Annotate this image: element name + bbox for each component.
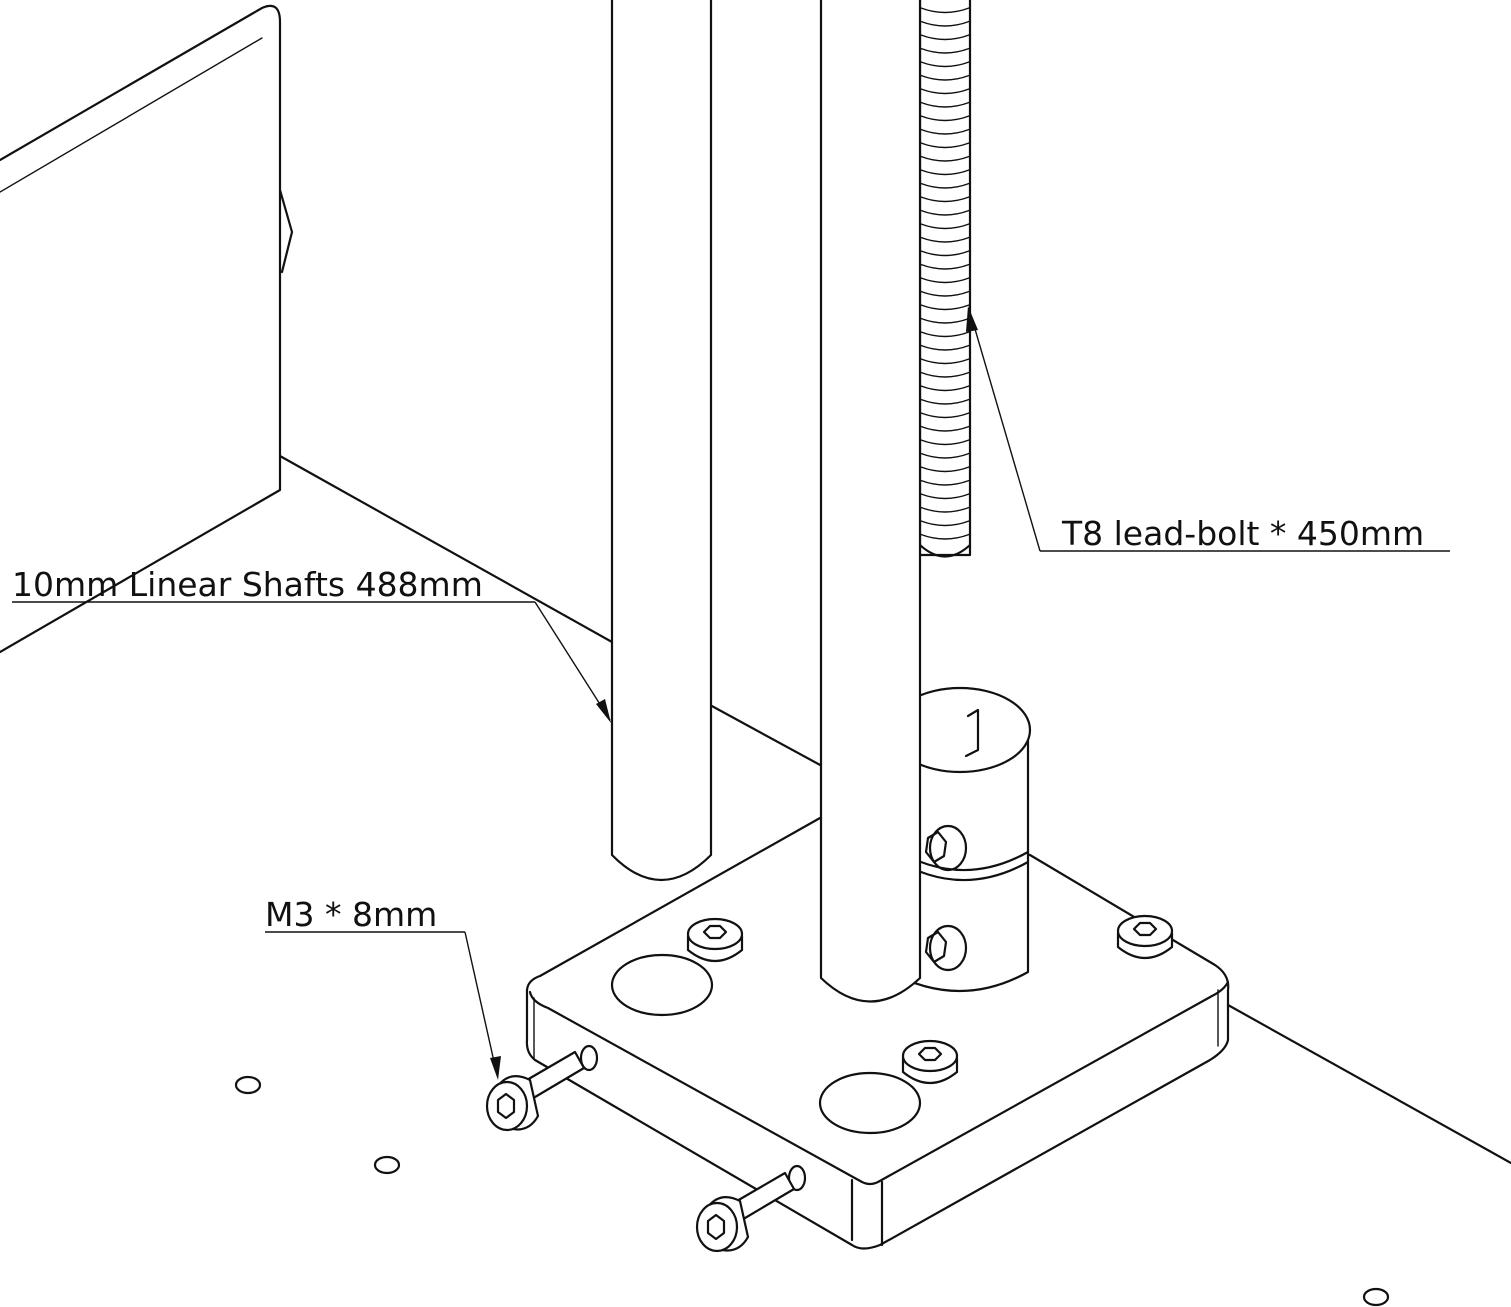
side-screw-2	[695, 1171, 796, 1253]
callout-screw: M3 * 8mm	[265, 895, 501, 1080]
callout-lead-screw-text: T8 lead-bolt * 450mm	[1061, 514, 1424, 553]
frame-box	[0, 4, 824, 768]
lead-screw	[918, 0, 972, 558]
plate-screw-2	[1116, 914, 1174, 959]
side-screw-1	[485, 1050, 586, 1132]
table-edge	[1226, 1003, 1511, 1165]
callout-linear-shafts: 10mm Linear Shafts 488mm	[12, 565, 611, 723]
callout-screw-text: M3 * 8mm	[265, 895, 437, 934]
table-holes	[234, 1075, 1390, 1307]
linear-shaft-left	[610, 0, 713, 882]
linear-shaft-right	[819, 0, 922, 1003]
plate-screw-3	[901, 1039, 959, 1084]
plate-screw-1	[686, 917, 744, 962]
plate-screw-heads	[686, 914, 1174, 1084]
shaft-coupler	[888, 686, 1032, 992]
callout-linear-shafts-text: 10mm Linear Shafts 488mm	[12, 565, 483, 604]
callout-lead-screw: T8 lead-bolt * 450mm	[966, 306, 1450, 553]
